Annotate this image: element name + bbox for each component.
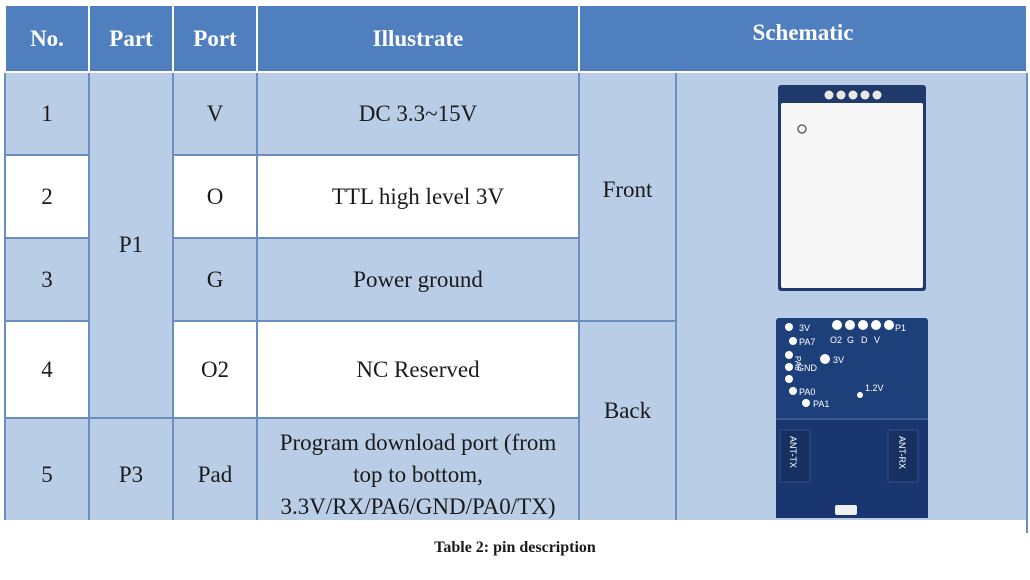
- illustrate-line: Program download port (from: [279, 430, 557, 455]
- cell-part-p3: P3: [88, 417, 174, 533]
- table-row: 2 O TTL high level 3V: [4, 154, 1027, 239]
- header-illustrate: Illustrate: [256, 4, 580, 73]
- cell-no: 5: [4, 417, 90, 533]
- cell-side-front: Front: [578, 71, 677, 322]
- board-label-p1: P1: [895, 323, 906, 333]
- cell-no: 2: [4, 154, 90, 239]
- board-label-pa1: PA1: [813, 399, 829, 409]
- module-front-image: [778, 85, 926, 291]
- cell-no: 1: [4, 71, 90, 156]
- board-label-v: V: [874, 335, 880, 345]
- cell-no: 3: [4, 237, 90, 322]
- table-row: 4 O2 NC Reserved Back: [4, 320, 1027, 533]
- board-label-ant-rx: ANT-RX: [897, 436, 907, 469]
- header-port: Port: [172, 4, 258, 73]
- board-label-3v-2: 3V: [833, 355, 844, 365]
- table-row: 3 G Power ground: [4, 237, 1027, 322]
- board-label-g: G: [847, 335, 854, 345]
- board-label-o2: O2: [830, 335, 842, 345]
- header-part: Part: [88, 4, 174, 73]
- board-label-3v: 3V: [799, 323, 810, 333]
- cell-illustrate: TTL high level 3V: [256, 154, 580, 239]
- module-back-image: 3V PA7 O2 G D V P1 PA6 3V GND PA0 PA1 1.…: [776, 318, 928, 518]
- board-label-ant-tx: ANT-TX: [788, 436, 798, 468]
- cell-part-p1: P1: [88, 71, 174, 419]
- board-label-pa6: PA6: [793, 356, 802, 371]
- cell-side-back: Back: [578, 320, 677, 533]
- cell-no: 4: [4, 320, 90, 419]
- board-label-1v2: 1.2V: [865, 383, 884, 393]
- cell-schematic-images: 3V PA7 O2 G D V P1 PA6 3V GND PA0 PA1 1.…: [674, 71, 1029, 533]
- cell-illustrate: DC 3.3~15V: [256, 71, 580, 156]
- cell-illustrate: Program download port (from top to botto…: [256, 417, 580, 533]
- pin-description-table: No. Part Port Illustrate Schematic 1 P1 …: [4, 4, 1029, 533]
- cell-port: O2: [172, 320, 258, 419]
- cell-illustrate: NC Reserved: [256, 320, 580, 419]
- header-schematic: Schematic: [577, 4, 1029, 73]
- cell-illustrate: Power ground: [256, 237, 580, 322]
- cell-port: O: [172, 154, 258, 239]
- cell-port: V: [172, 71, 258, 156]
- board-label-pa0: PA0: [799, 387, 815, 397]
- table-caption: Table 2: pin description: [4, 520, 1026, 576]
- illustrate-line: top to bottom,: [353, 462, 483, 487]
- cell-port: G: [172, 237, 258, 322]
- board-label-d: D: [861, 335, 868, 345]
- board-label-gnd: GND: [797, 363, 818, 373]
- header-no: No.: [4, 4, 90, 73]
- table-row: 1 P1 V DC 3.3~15V Front: [4, 71, 1029, 533]
- illustrate-line: 3.3V/RX/PA6/GND/PA0/TX): [280, 494, 556, 519]
- board-label-pa7: PA7: [799, 337, 815, 347]
- module-images: 3V PA7 O2 G D V P1 PA6 3V GND PA0 PA1 1.…: [776, 85, 928, 518]
- cell-port: Pad: [172, 417, 258, 533]
